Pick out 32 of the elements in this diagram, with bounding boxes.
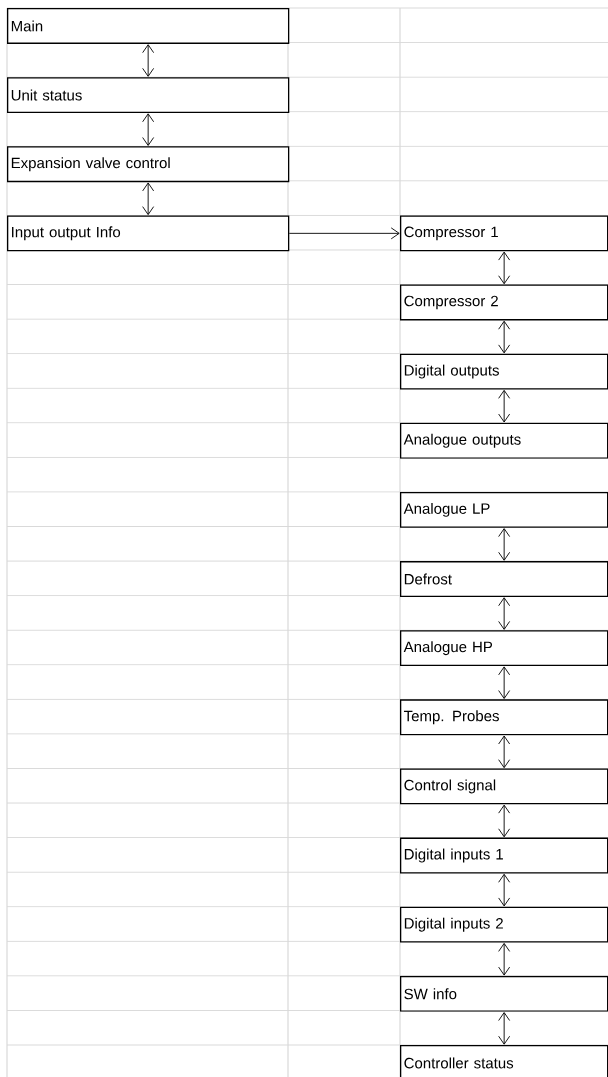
menu-box: Digital inputs 2 [400,906,608,943]
menu-box: Main [7,8,290,44]
menu-box: Unit status [7,77,290,114]
menu-box: SW info [400,975,608,1012]
arrow [142,182,155,216]
menu-box: Digital outputs [400,353,608,390]
arrow [498,942,511,976]
arrow [498,251,511,285]
arrow [498,1012,511,1045]
menu-box: Defrost [400,561,608,597]
arrow [498,389,511,423]
arrow [288,227,400,240]
menu-box: Control signal [400,768,608,805]
arrow [498,528,511,561]
menu-box: Digital inputs 1 [400,837,608,874]
menu-box: Analogue LP [400,491,608,528]
arrow [498,597,511,630]
arrow [498,873,511,907]
menu-box: Expansion valve control [7,146,290,183]
menu-box: Compressor 2 [400,284,608,321]
menu-box: Analogue HP [400,630,608,667]
arrow [498,804,511,838]
arrow [498,666,511,699]
arrow [498,735,511,769]
arrow [498,320,511,354]
arrow [142,113,155,146]
menu-box: Analogue outputs [400,422,608,459]
menu-box: Compressor 1 [400,215,608,252]
menu-box: Controller status [400,1045,608,1077]
menu-box: Input output Info [7,215,290,252]
arrow [142,44,155,77]
menu-box: Temp. Probes [400,699,608,736]
